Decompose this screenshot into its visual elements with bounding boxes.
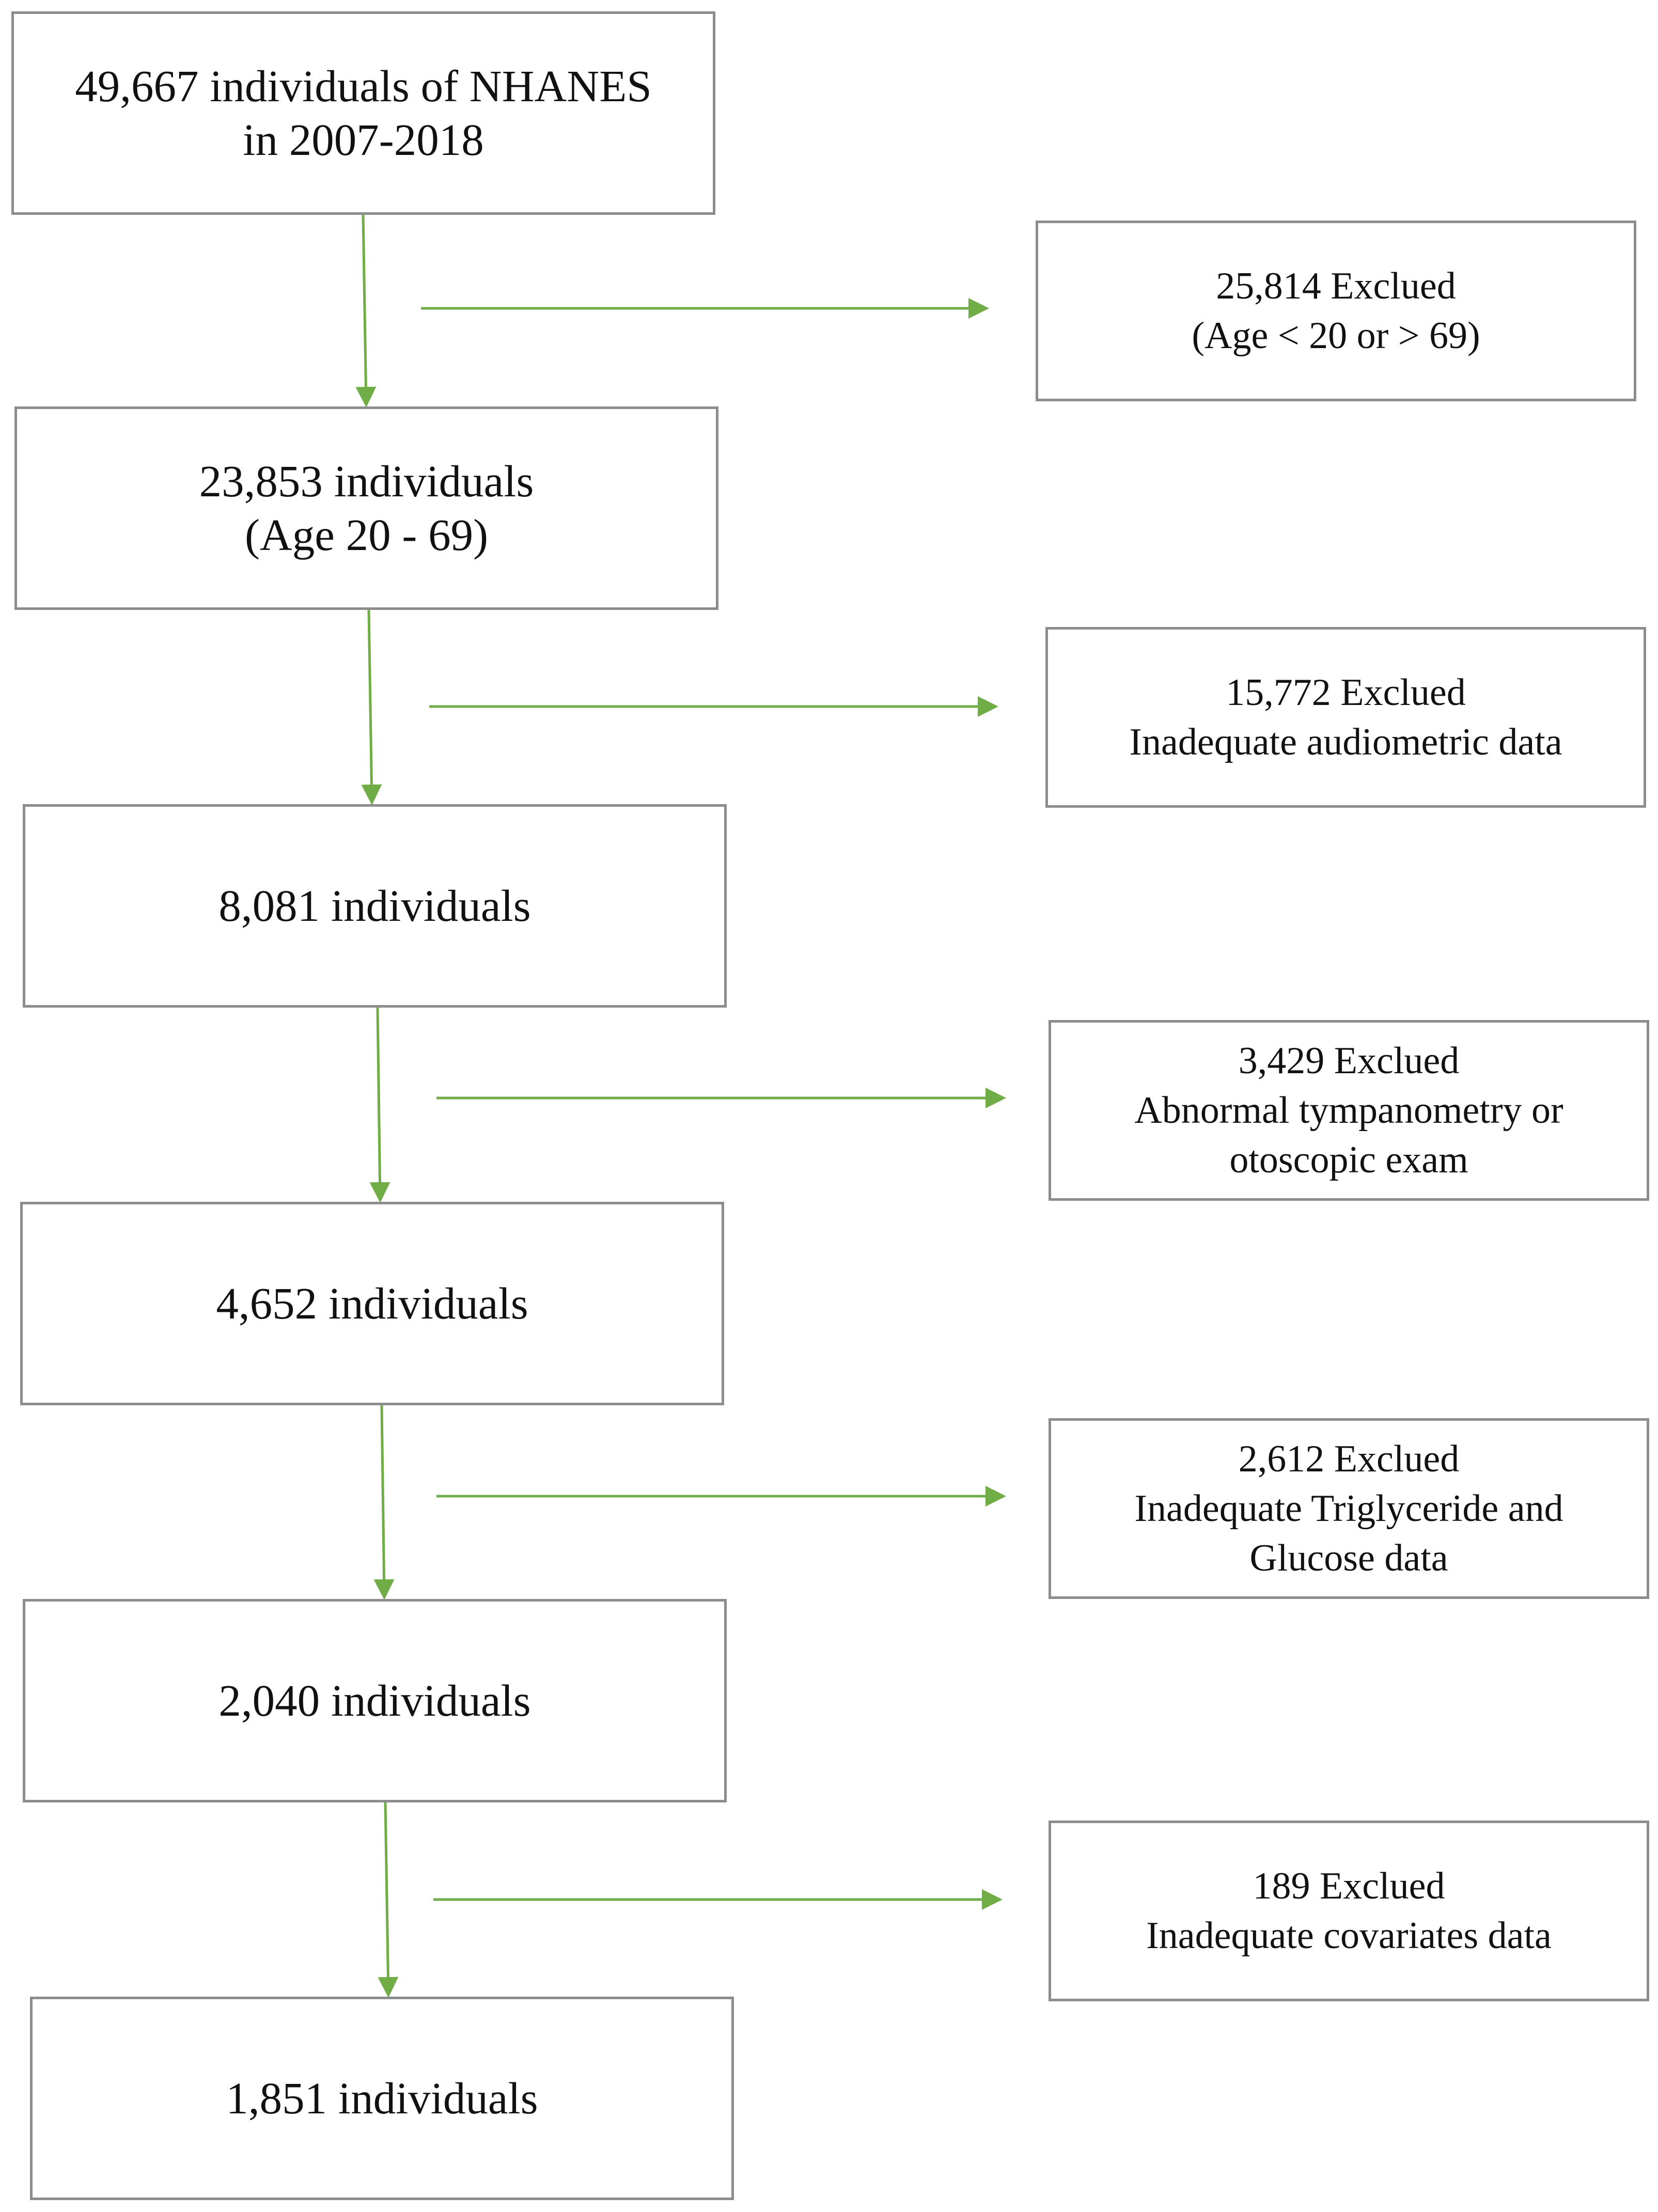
step-1-line-2: in 2007-2018: [243, 115, 484, 165]
exclusion-box-2: 15,772 Exclued Inadequate audiometric da…: [1045, 627, 1646, 808]
exclusion-1-line-2: (Age < 20 or > 69): [1192, 315, 1480, 357]
exclusion-box-5: 189 Exclued Inadequate covariates data: [1049, 1821, 1649, 2001]
exclusion-box-3: 3,429 Exclued Abnormal tympanometry or o…: [1049, 1020, 1649, 1201]
step-3-line-1: 8,081 individuals: [218, 881, 531, 931]
exclusion-4-line-2: Inadequate Triglyceride and: [1134, 1487, 1563, 1530]
step-box-2: 23,853 individuals (Age 20 - 69): [14, 406, 718, 610]
step-box-1: 49,667 individuals of NHANES in 2007-201…: [11, 11, 715, 215]
step-1-line-1: 49,667 individuals of NHANES: [75, 61, 652, 111]
step-box-5: 2,040 individuals: [23, 1599, 727, 1802]
exclusion-3-line-3: otoscopic exam: [1229, 1139, 1468, 1181]
exclusion-4-line-3: Glucose data: [1249, 1537, 1448, 1579]
flow-arrow-down-5: [378, 1802, 399, 1998]
exclusion-1-line-1: 25,814 Exclued: [1216, 265, 1456, 307]
step-2-line-2: (Age 20 - 69): [244, 510, 489, 560]
step-6-line-1: 1,851 individuals: [226, 2073, 538, 2123]
exclusion-5-line-2: Inadequate covariates data: [1146, 1915, 1552, 1957]
exclusion-box-4: 2,612 Exclued Inadequate Triglyceride an…: [1049, 1418, 1649, 1599]
flow-arrow-down-3: [369, 1007, 390, 1203]
step-2-line-1: 23,853 individuals: [199, 456, 534, 506]
step-4-line-1: 4,652 individuals: [216, 1278, 528, 1328]
exclusion-5-line-1: 189 Exclued: [1253, 1865, 1445, 1907]
flow-arrow-down-2: [361, 609, 382, 805]
exclusion-3-line-1: 3,429 Exclued: [1238, 1040, 1460, 1082]
exclusion-2-line-2: Inadequate audiometric data: [1129, 721, 1562, 763]
exclusion-3-line-2: Abnormal tympanometry or: [1134, 1089, 1563, 1132]
step-box-6: 1,851 individuals: [30, 1997, 734, 2200]
exclusion-2-line-1: 15,772 Exclued: [1226, 671, 1466, 714]
flow-arrow-down-4: [373, 1405, 395, 1600]
step-box-3: 8,081 individuals: [23, 804, 727, 1008]
step-box-4: 4,652 individuals: [20, 1202, 724, 1405]
step-5-line-1: 2,040 individuals: [218, 1675, 531, 1725]
flow-arrow-down-1: [355, 214, 377, 407]
exclusion-4-line-1: 2,612 Exclued: [1238, 1438, 1460, 1480]
exclusion-box-1: 25,814 Exclued (Age < 20 or > 69): [1036, 221, 1636, 401]
